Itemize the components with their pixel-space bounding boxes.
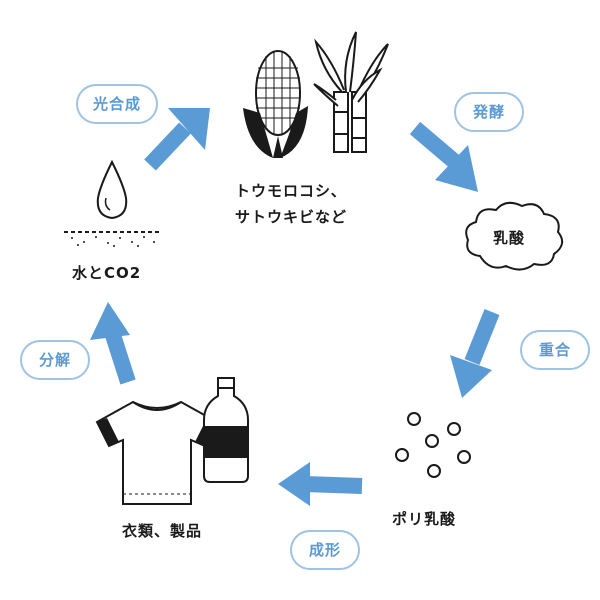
corn-icon (243, 50, 308, 158)
fermentation-pill: 発酵 (454, 92, 524, 132)
water-co2-label: 水とCO2 (72, 264, 142, 282)
crops-label-line2: サトウキビなど (235, 208, 348, 226)
lactic-acid-label: 乳酸 (493, 229, 526, 247)
polymerization-pill: 重合 (520, 330, 590, 370)
crops-label-line1: トウモロコシ、 (235, 182, 347, 200)
decomposition-pill: 分解 (20, 340, 90, 380)
products-label: 衣類、製品 (122, 522, 203, 540)
pla-label: ポリ乳酸 (392, 510, 457, 528)
photosynthesis-pill: 光合成 (76, 84, 158, 124)
cloud-icon (465, 201, 564, 271)
pla-granules-icon (395, 412, 471, 478)
soil-icon (64, 231, 160, 247)
sugarcane-icon (313, 31, 389, 153)
molding-pill: 成形 (290, 530, 360, 570)
water-drop-icon (96, 160, 128, 220)
bottle-icon (203, 377, 249, 483)
